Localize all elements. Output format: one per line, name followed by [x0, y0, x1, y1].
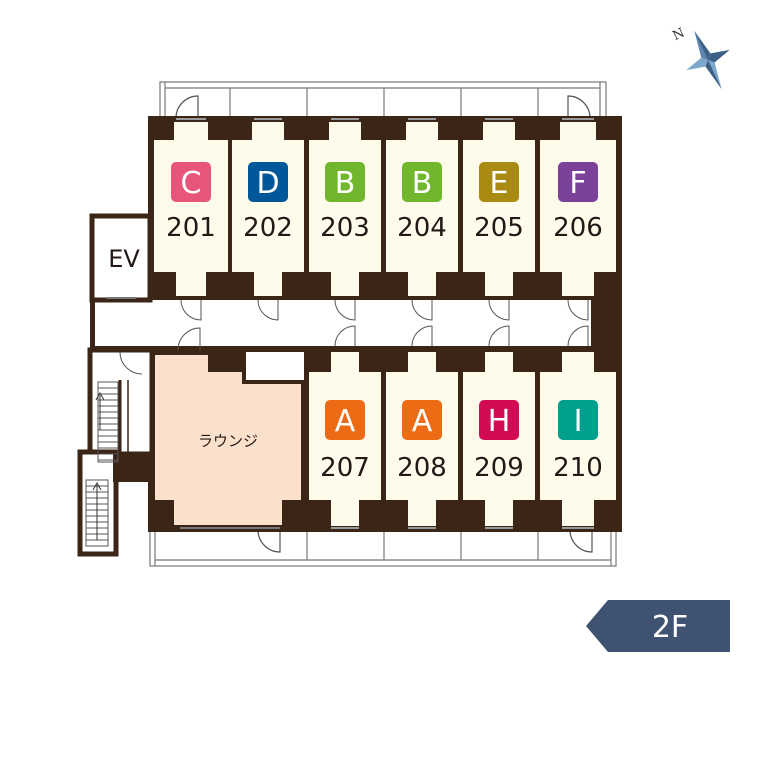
unit-number: 208 — [397, 453, 447, 483]
unit-type-badge — [171, 162, 211, 202]
lounge-label: ラウンジ — [198, 432, 258, 450]
units-row-north: C 201 D 202 B 203 B 204 E 205 F 206 — [152, 116, 618, 321]
unit-type-badge — [479, 162, 519, 202]
unit-206: F 206 — [538, 116, 618, 321]
floor-badge: 2F — [586, 600, 730, 652]
unit-type-letter: E — [490, 166, 509, 201]
unit-number: 201 — [166, 213, 216, 243]
unit-type-badge — [402, 162, 442, 202]
bottom-balcony — [149, 529, 617, 567]
unit-type-badge — [558, 162, 598, 202]
unit-number: 205 — [474, 213, 524, 243]
compass-icon — [686, 30, 730, 90]
units-row-south: A 207 A 208 H 209 I 210 — [307, 325, 618, 532]
unit-number: 204 — [397, 213, 447, 243]
elevator-label: EV — [108, 245, 140, 273]
stairwell — [77, 347, 155, 557]
unit-number: 206 — [553, 213, 603, 243]
lounge — [150, 327, 308, 530]
unit-type-badge — [479, 400, 519, 440]
unit-type-badge — [402, 400, 442, 440]
unit-type-letter: B — [335, 166, 356, 201]
unit-number: 209 — [474, 453, 524, 483]
unit-number: 203 — [320, 213, 370, 243]
unit-type-letter: A — [335, 404, 356, 439]
unit-type-badge — [558, 400, 598, 440]
unit-number: 210 — [553, 453, 603, 483]
unit-type-letter: F — [569, 166, 586, 201]
unit-204: B 204 — [384, 116, 460, 321]
top-balcony — [159, 81, 607, 119]
unit-208: A 208 — [384, 325, 460, 532]
unit-type-letter: I — [574, 404, 583, 439]
unit-205: E 205 — [461, 116, 537, 321]
unit-type-letter: B — [412, 166, 433, 201]
compass-north-label: N — [670, 26, 687, 44]
unit-type-letter: H — [488, 404, 511, 439]
unit-type-badge — [325, 400, 365, 440]
unit-202: D 202 — [230, 116, 306, 321]
elevator — [89, 213, 153, 303]
unit-type-badge — [325, 162, 365, 202]
unit-203: B 203 — [307, 116, 383, 321]
unit-207: A 207 — [307, 325, 383, 532]
unit-number: 202 — [243, 213, 293, 243]
unit-number: 207 — [320, 453, 370, 483]
unit-type-letter: D — [256, 166, 279, 201]
unit-type-letter: C — [181, 166, 202, 201]
floor-label: 2F — [652, 610, 688, 645]
unit-type-letter: A — [412, 404, 433, 439]
unit-type-badge — [248, 162, 288, 202]
unit-209: H 209 — [461, 325, 537, 532]
unit-201: C 201 — [152, 116, 230, 321]
unit-210: I 210 — [538, 325, 618, 532]
